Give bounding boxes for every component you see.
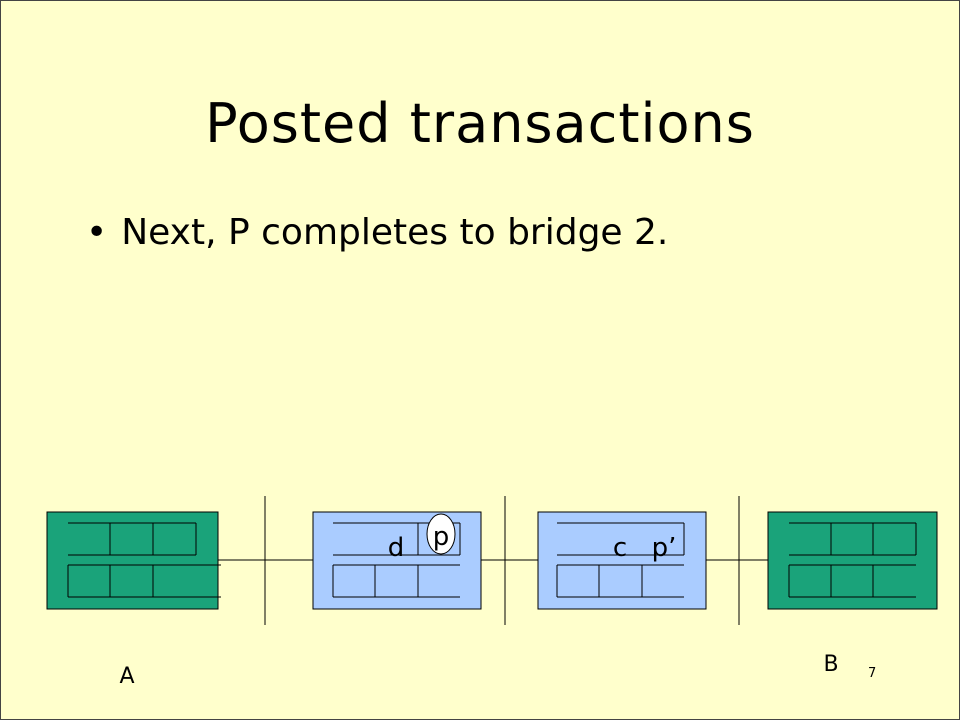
endpoint-a-label: A xyxy=(119,664,134,689)
bridge-1-token-p: p xyxy=(426,513,456,555)
endpoint-a-queue-top xyxy=(68,522,197,556)
bridge-2-box: c p’ xyxy=(537,511,707,610)
endpoint-a-queue-bottom xyxy=(67,564,221,598)
bullet-item: • Next, P completes to bridge 2. xyxy=(86,212,668,253)
endpoint-a-box xyxy=(46,511,221,610)
bridge-1-token-label: p xyxy=(433,522,450,552)
bridge-2-queue-top xyxy=(557,522,685,556)
bridge-1-box: d p xyxy=(312,511,482,610)
bridge-1-queue-bottom xyxy=(332,564,460,598)
endpoint-b-box xyxy=(767,511,938,610)
bridge-2-slot-p-prime: p’ xyxy=(652,533,677,563)
endpoint-b-label: B xyxy=(823,652,838,677)
bullet-text: Next, P completes to bridge 2. xyxy=(121,212,669,253)
bullet-dot: • xyxy=(86,212,108,253)
page-number: 7 xyxy=(868,666,877,681)
bridge-1-slot-d: d xyxy=(388,533,405,563)
bridge-2-slot-c: c xyxy=(613,533,627,563)
slide-title: Posted transactions xyxy=(205,92,755,155)
bridge-2-queue-bottom xyxy=(556,564,684,598)
endpoint-b-queue-bottom xyxy=(788,564,916,598)
endpoint-b-queue-top xyxy=(789,522,917,556)
